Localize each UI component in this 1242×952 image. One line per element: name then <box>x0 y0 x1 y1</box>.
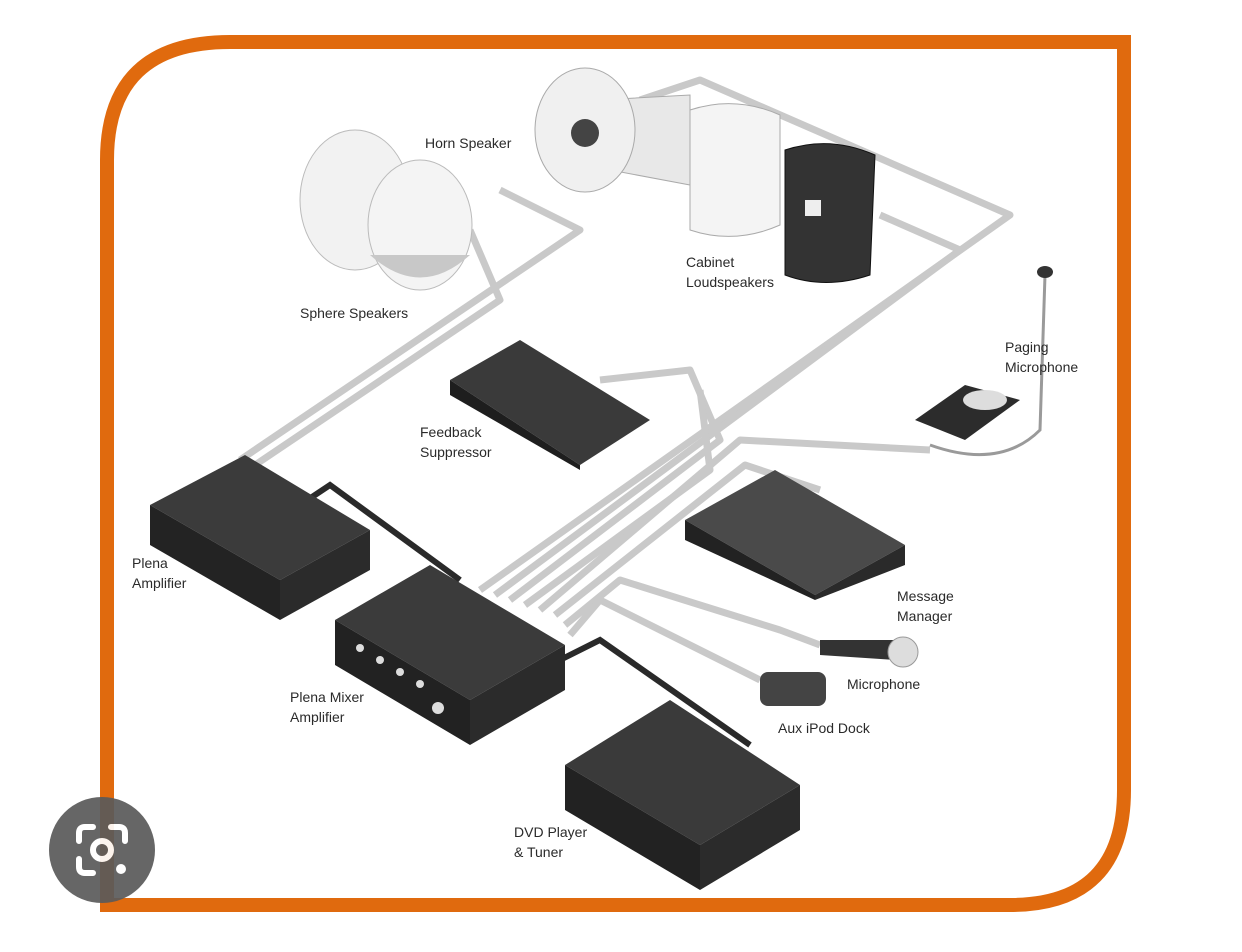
cable <box>567 596 762 684</box>
label-sphere-speakers: Sphere Speakers <box>300 305 409 321</box>
label-line: DVD Player <box>514 824 588 840</box>
cable <box>492 211 964 598</box>
label-line: Cabinet <box>686 254 735 270</box>
label-line: Suppressor <box>420 444 492 460</box>
label-line: Feedback <box>420 424 482 440</box>
cable <box>558 636 752 748</box>
cabinet-loudspeakers <box>689 103 876 283</box>
microphone-device <box>820 636 919 668</box>
cable <box>238 186 584 463</box>
label-line: & Tuner <box>514 844 564 860</box>
paging-microphone-device <box>915 266 1053 440</box>
message-manager-device <box>685 470 905 600</box>
cable <box>562 576 822 649</box>
label-line: Paging <box>1005 339 1049 355</box>
cables <box>238 76 1014 684</box>
plena-mixer-amplifier-device <box>335 565 565 745</box>
aux-ipod-dock-device <box>760 672 826 706</box>
label-line: Amplifier <box>290 709 345 725</box>
label-line: Amplifier <box>132 575 187 591</box>
mic-gooseneck <box>929 274 1047 457</box>
horn-speaker <box>534 67 691 193</box>
label-line: Message <box>897 588 954 604</box>
label-line: Plena <box>132 555 168 571</box>
cable <box>253 228 504 468</box>
cable <box>537 436 931 613</box>
label-line: Loudspeakers <box>686 274 774 290</box>
label-horn-speaker: Horn Speaker <box>425 135 512 151</box>
label-line: Manager <box>897 608 953 624</box>
label-dvd-player-tuner: DVD Player & Tuner <box>514 822 587 862</box>
plena-amplifier-device <box>150 455 370 620</box>
label-line: Microphone <box>1005 359 1079 375</box>
dvd-player-tuner-device <box>565 700 800 890</box>
label-line: Plena Mixer <box>290 689 364 705</box>
sphere-speakers <box>299 129 473 291</box>
label-aux-ipod-dock: Aux iPod Dock <box>778 720 870 736</box>
google-lens-button[interactable] <box>49 797 155 903</box>
google-lens-icon <box>76 824 128 876</box>
orange-frame <box>100 35 1131 912</box>
label-microphone: Microphone <box>847 676 921 692</box>
feedback-suppressor-device <box>450 340 650 470</box>
